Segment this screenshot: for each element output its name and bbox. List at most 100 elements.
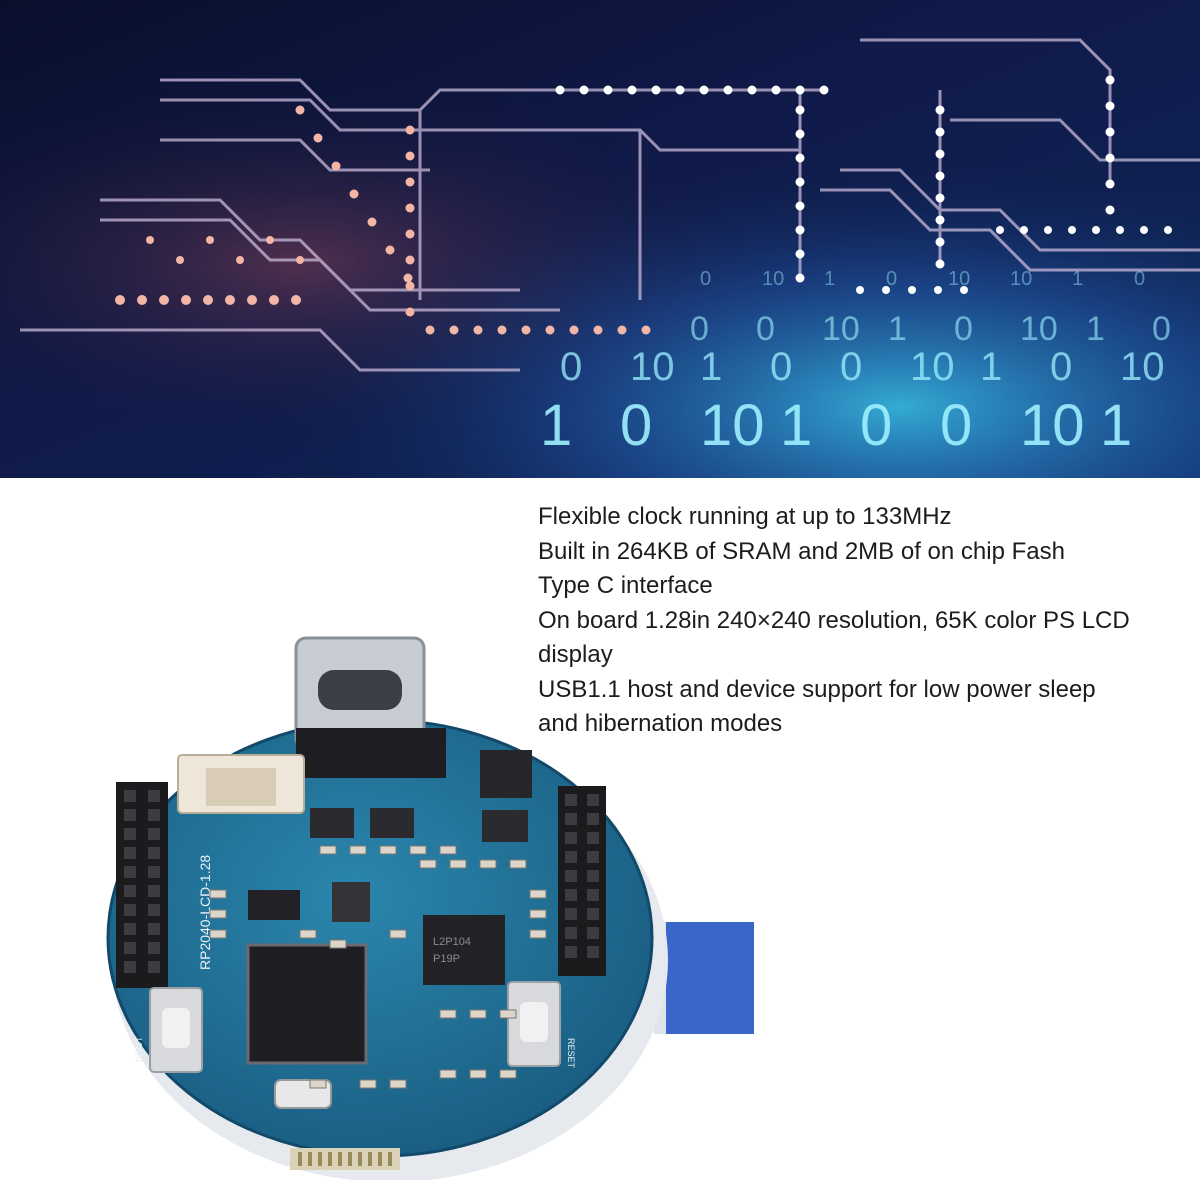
circuit-pad xyxy=(1164,226,1172,234)
circuit-pad xyxy=(935,105,945,115)
circuit-pad xyxy=(795,249,805,259)
circuit-pad xyxy=(935,149,945,159)
circuit-pads-left xyxy=(115,105,651,335)
circuit-pad xyxy=(934,286,942,294)
circuit-pad xyxy=(1116,226,1124,234)
circuit-pad xyxy=(935,237,945,247)
circuit-pad xyxy=(641,325,651,335)
circuit-pad xyxy=(405,203,415,213)
binary-digit: 1 xyxy=(1086,310,1105,348)
lcd-flex-tab xyxy=(662,922,754,1034)
smd-passives xyxy=(209,845,547,1089)
circuit-pad xyxy=(159,295,169,305)
circuit-pad xyxy=(405,177,415,187)
binary-digit: 10 xyxy=(1010,268,1032,290)
circuit-pad xyxy=(296,256,304,264)
binary-digit: 1 xyxy=(1072,268,1083,290)
circuit-pad xyxy=(385,245,395,255)
binary-digit: 0 xyxy=(954,310,973,348)
circuit-pad xyxy=(1105,153,1115,163)
circuit-pad xyxy=(291,295,301,305)
binary-digit: 0 xyxy=(886,268,897,290)
chip-marking: P19P xyxy=(433,953,460,965)
circuit-pad xyxy=(935,215,945,225)
circuit-pad xyxy=(405,307,415,317)
feature-item: On board 1.28in 240×240 resolution, 65K … xyxy=(538,606,1130,634)
circuit-pad xyxy=(473,325,483,335)
circuit-pad xyxy=(497,325,507,335)
circuit-pad xyxy=(555,85,565,95)
feature-item: and hibernation modes xyxy=(538,710,783,737)
circuit-pad xyxy=(675,85,685,95)
binary-digit: 0 xyxy=(860,393,892,458)
binary-digit: 0 xyxy=(700,268,711,290)
binary-digit: 10 xyxy=(948,268,970,290)
circuit-pad xyxy=(313,133,323,143)
circuit-pad xyxy=(203,295,213,305)
circuit-pad xyxy=(1020,226,1028,234)
circuit-pad xyxy=(181,295,191,305)
circuit-pads-right xyxy=(555,75,1172,294)
circuit-pad xyxy=(1105,101,1115,111)
circuit-pad xyxy=(795,273,805,283)
binary-digit: 1 xyxy=(824,268,835,290)
circuit-pad xyxy=(723,85,733,95)
circuit-pad xyxy=(1092,226,1100,234)
binary-digit: 1 xyxy=(780,393,812,458)
circuit-pad xyxy=(795,201,805,211)
circuit-pad xyxy=(1105,205,1115,215)
feature-item: Built in 264KB of SRAM and 2MB of on chi… xyxy=(538,537,1065,565)
circuit-pad xyxy=(295,105,305,115)
binary-digit: 10 xyxy=(700,393,765,458)
circuit-pad xyxy=(795,129,805,139)
circuit-pad xyxy=(651,85,661,95)
circuit-pad xyxy=(569,325,579,335)
reset-label: RESET xyxy=(566,1038,576,1069)
circuit-pad xyxy=(206,236,214,244)
circuit-pad xyxy=(405,125,415,135)
circuit-pad xyxy=(819,85,829,95)
rp2040-lcd-board-photo: L2P104 P19P RP2040-LCD-1.28 BOOT RESET xyxy=(60,600,760,1182)
circuit-pad xyxy=(247,295,257,305)
binary-digit: 0 xyxy=(840,345,862,389)
binary-digit: 10 xyxy=(762,268,784,290)
circuit-pad xyxy=(403,273,413,283)
circuit-pad xyxy=(1140,226,1148,234)
circuit-pad xyxy=(367,217,377,227)
circuit-pad xyxy=(747,85,757,95)
feature-item: Type C interface xyxy=(538,572,713,599)
binary-digit: 1 xyxy=(980,345,1002,389)
circuit-pad xyxy=(795,105,805,115)
binary-digit: 0 xyxy=(1152,310,1171,348)
feature-item: display xyxy=(538,641,613,668)
circuit-pad xyxy=(795,85,805,95)
feature-item: Flexible clock running at up to 133MHz xyxy=(538,503,952,530)
circuit-pad xyxy=(795,225,805,235)
circuit-pad xyxy=(771,85,781,95)
circuit-pad xyxy=(996,226,1004,234)
chip-marking: L2P104 xyxy=(433,936,471,948)
circuit-pad xyxy=(1105,75,1115,85)
circuit-pad xyxy=(935,127,945,137)
binary-digit: 0 xyxy=(756,310,775,348)
binary-digit: 10 xyxy=(1020,310,1058,348)
circuit-pad xyxy=(137,295,147,305)
circuit-pad xyxy=(225,295,235,305)
circuit-pad xyxy=(882,286,890,294)
binary-digit: 1 xyxy=(540,393,572,458)
boot-label: BOOT xyxy=(134,1036,144,1062)
left-pin-header xyxy=(116,782,168,988)
binary-digit: 10 xyxy=(822,310,860,348)
binary-digit: 0 xyxy=(940,393,972,458)
circuit-pad xyxy=(593,325,603,335)
circuit-pad xyxy=(349,189,359,199)
circuit-pad xyxy=(935,193,945,203)
circuit-pad xyxy=(425,325,435,335)
circuit-pad xyxy=(115,295,125,305)
circuit-pad xyxy=(795,153,805,163)
circuit-pad xyxy=(1068,226,1076,234)
circuit-pad xyxy=(449,325,459,335)
